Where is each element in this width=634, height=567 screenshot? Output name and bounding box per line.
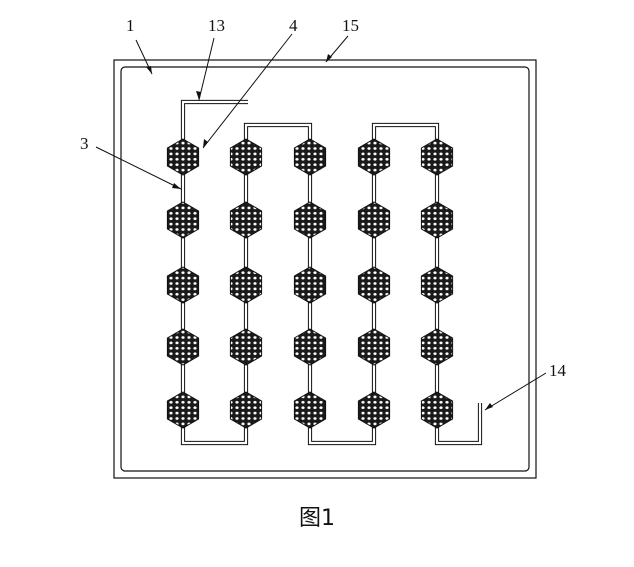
hexagon-cell bbox=[293, 138, 327, 176]
label-13: 13 bbox=[208, 16, 225, 35]
hexagon-cell bbox=[166, 138, 200, 176]
arrow-15 bbox=[326, 54, 332, 62]
hexagon-cell bbox=[357, 328, 391, 366]
hexagon-cell bbox=[357, 266, 391, 304]
label-1: 1 bbox=[126, 16, 135, 35]
arrow-13 bbox=[196, 91, 201, 100]
hexagon-cell bbox=[293, 266, 327, 304]
arrow-4 bbox=[203, 139, 208, 148]
hexagon-cell bbox=[293, 328, 327, 366]
hexagon-cell bbox=[166, 328, 200, 366]
hexagon-cell bbox=[166, 201, 200, 239]
leader-3 bbox=[95, 146, 182, 190]
hexagon-cell bbox=[229, 138, 263, 176]
hexagon-cell bbox=[166, 266, 200, 304]
hexagon-array bbox=[166, 138, 454, 429]
hexagon-cell bbox=[420, 201, 454, 239]
inner-frame-15 bbox=[120, 66, 530, 472]
hexagon-cell bbox=[357, 391, 391, 429]
label-15: 15 bbox=[342, 16, 359, 35]
figure-caption: 图1 bbox=[299, 506, 335, 531]
hexagon-cell bbox=[357, 201, 391, 239]
outer-frame bbox=[113, 59, 537, 479]
arrow-3 bbox=[172, 183, 181, 189]
leader-4 bbox=[202, 33, 293, 149]
hexagon-cell bbox=[420, 391, 454, 429]
hexagon-cell bbox=[293, 391, 327, 429]
arrow-14 bbox=[485, 403, 493, 410]
hexagon-cell bbox=[229, 328, 263, 366]
arrowheads bbox=[146, 54, 493, 410]
arrow-1 bbox=[146, 66, 152, 74]
leader-14 bbox=[484, 372, 547, 411]
hexagon-cell bbox=[420, 266, 454, 304]
hexagon-cell bbox=[229, 391, 263, 429]
hexagon-cell bbox=[420, 328, 454, 366]
label-3: 3 bbox=[80, 134, 89, 153]
hexagon-cell bbox=[166, 391, 200, 429]
hexagon-cell bbox=[357, 138, 391, 176]
hexagon-cell bbox=[229, 201, 263, 239]
hexagon-cell bbox=[229, 266, 263, 304]
leader-13 bbox=[198, 37, 215, 101]
hexagon-cell bbox=[293, 201, 327, 239]
label-4: 4 bbox=[289, 16, 298, 35]
label-14: 14 bbox=[549, 361, 567, 380]
hexagon-cell bbox=[420, 138, 454, 176]
